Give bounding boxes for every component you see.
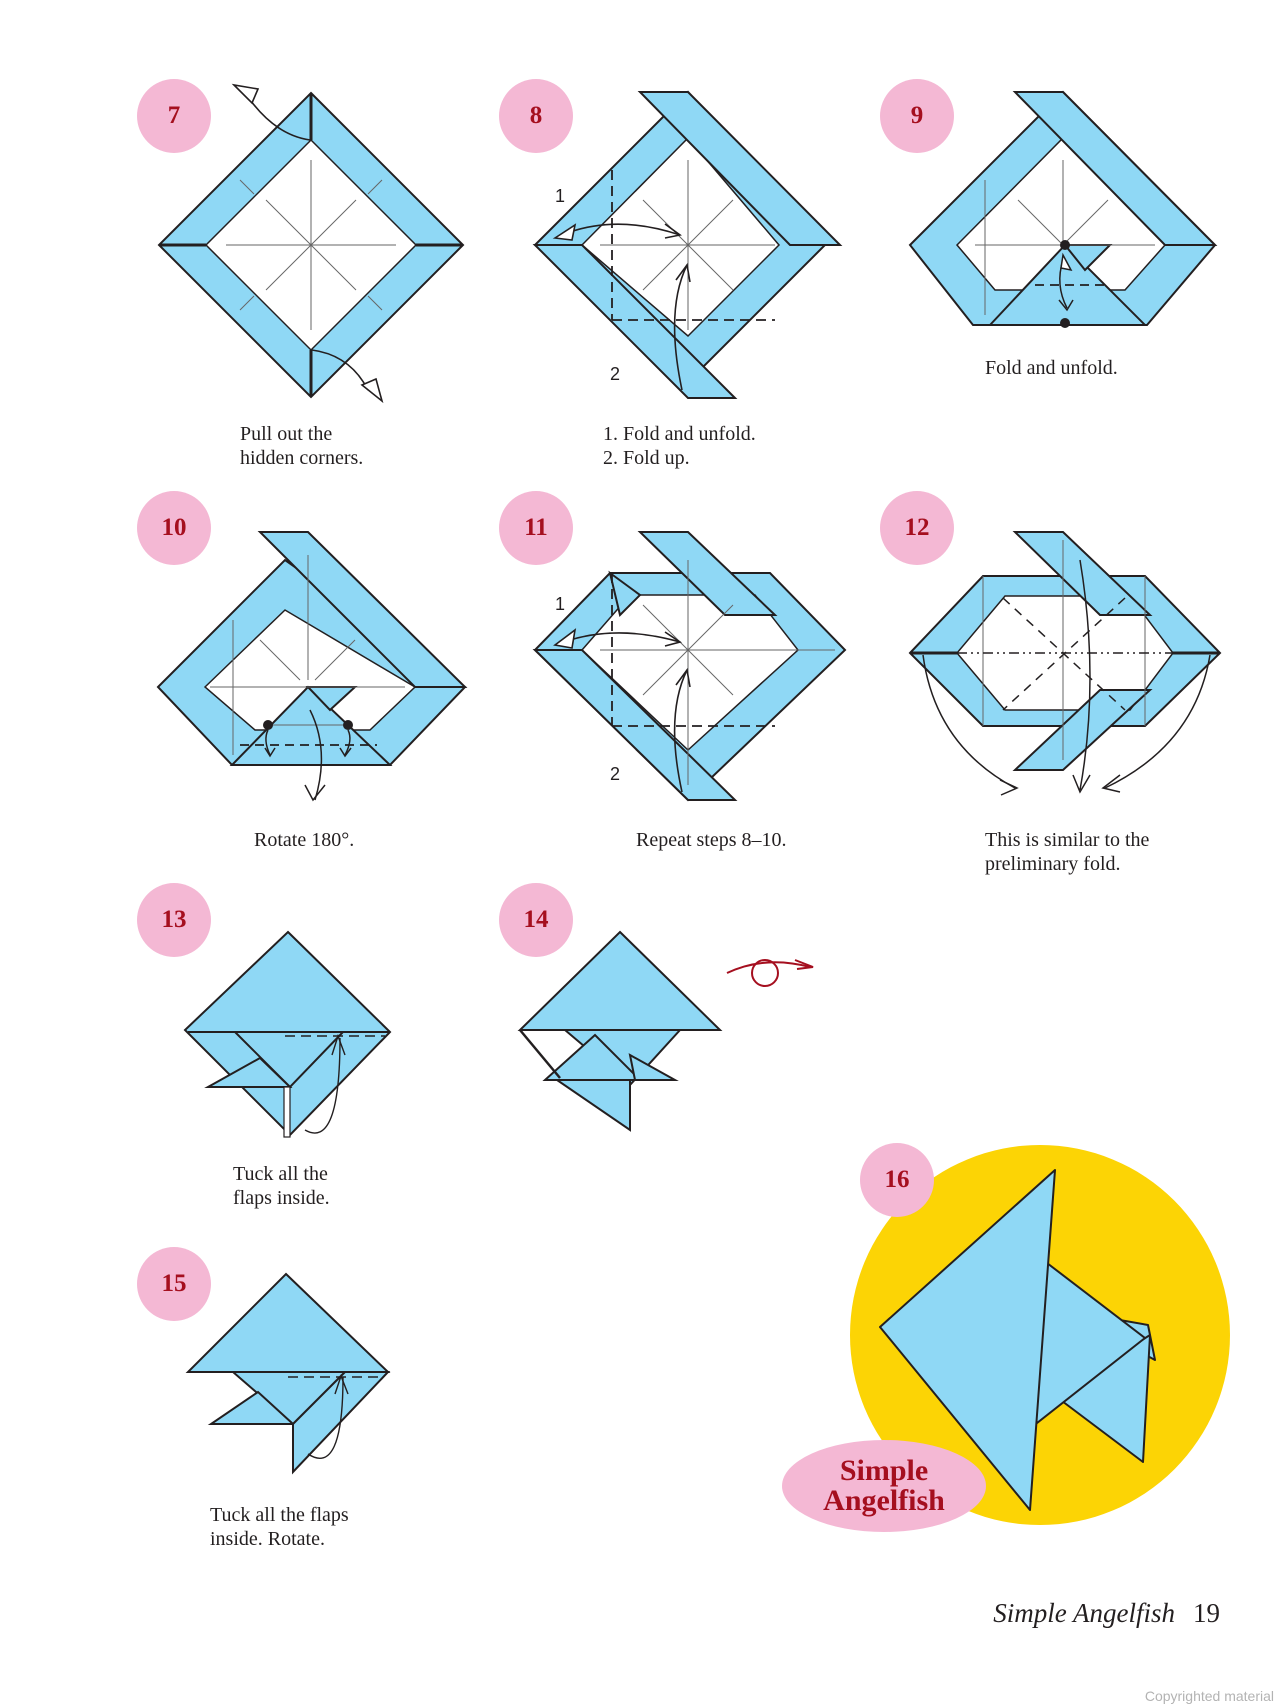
step-9-caption: Fold and unfold. [985,357,1118,379]
step-badge-15: 15 [137,1247,211,1321]
copyright-watermark: Copyrighted material [1144,1688,1274,1704]
step-11-caption: Repeat steps 8–10. [636,829,787,851]
step-8-caption: 1. Fold and unfold. 2. Fold up. [603,423,756,469]
step-7-diagram [157,83,465,404]
fold-arrow-icon [553,628,691,793]
step-13-diagram [183,930,392,1138]
step-badge-8: 8 [499,79,573,153]
step-8-diagram: 1 2 [532,90,843,399]
step-badge-12: 12 [880,491,954,565]
angelfish-model [879,1169,1156,1511]
step-12-caption: This is similar to the preliminary fold. [985,829,1150,875]
step-badge-7: 7 [137,79,211,153]
step-number: 12 [904,514,930,541]
step-number: 9 [910,102,924,129]
step-number: 14 [523,906,549,933]
step-number: 15 [161,1270,187,1297]
step-number: 13 [161,906,187,933]
turn-over-icon [726,959,814,987]
rotate-arrow-icon [264,709,352,802]
step-9-diagram [908,90,1218,328]
step-badge-14: 14 [499,883,573,957]
step-badge-16: 16 [860,1143,934,1217]
step-badge-10: 10 [137,491,211,565]
step-badge-13: 13 [137,883,211,957]
model-title-line1: Simple [839,1454,929,1487]
running-footer: Simple Angelfish 19 [993,1598,1220,1629]
step-number: 16 [884,1166,910,1193]
step-number: 8 [529,102,543,129]
step-number: 7 [167,102,181,129]
collapse-arrow-icon [922,559,1211,796]
step-badge-9: 9 [880,79,954,153]
step-number: 10 [161,514,187,541]
tuck-arrow-icon [304,1033,346,1134]
pull-arrow-icon [231,83,384,404]
step-14-diagram [517,930,723,1132]
step-11-diagram: 1 2 [532,531,847,802]
fold-label-2: 2 [610,364,620,384]
running-title: Simple Angelfish [993,1598,1175,1628]
step-badge-11: 11 [499,491,573,565]
tuck-arrow-icon [307,1373,349,1459]
step-number: 11 [524,514,548,541]
step-15-caption: Tuck all the flaps inside. Rotate. [210,1504,349,1550]
page-number: 19 [1193,1598,1220,1628]
model-title-oval: Simple Angelfish [782,1440,986,1532]
step-12-diagram [908,531,1222,796]
model-title-line2: Angelfish [823,1484,945,1517]
fold-arrow-icon [552,223,691,391]
step-15-diagram [185,1272,391,1475]
fold-label-1: 1 [555,186,565,206]
step-10-diagram [156,531,468,802]
fold-label-1: 1 [555,594,565,614]
step-7-caption: Pull out the hidden corners. [240,423,364,469]
final-model-illustration [850,1145,1230,1525]
step-10-caption: Rotate 180°. [254,829,355,851]
step-13-caption: Tuck all the flaps inside. [233,1163,330,1209]
fold-unfold-arrow-icon [1058,252,1074,312]
fold-label-2: 2 [610,764,620,784]
